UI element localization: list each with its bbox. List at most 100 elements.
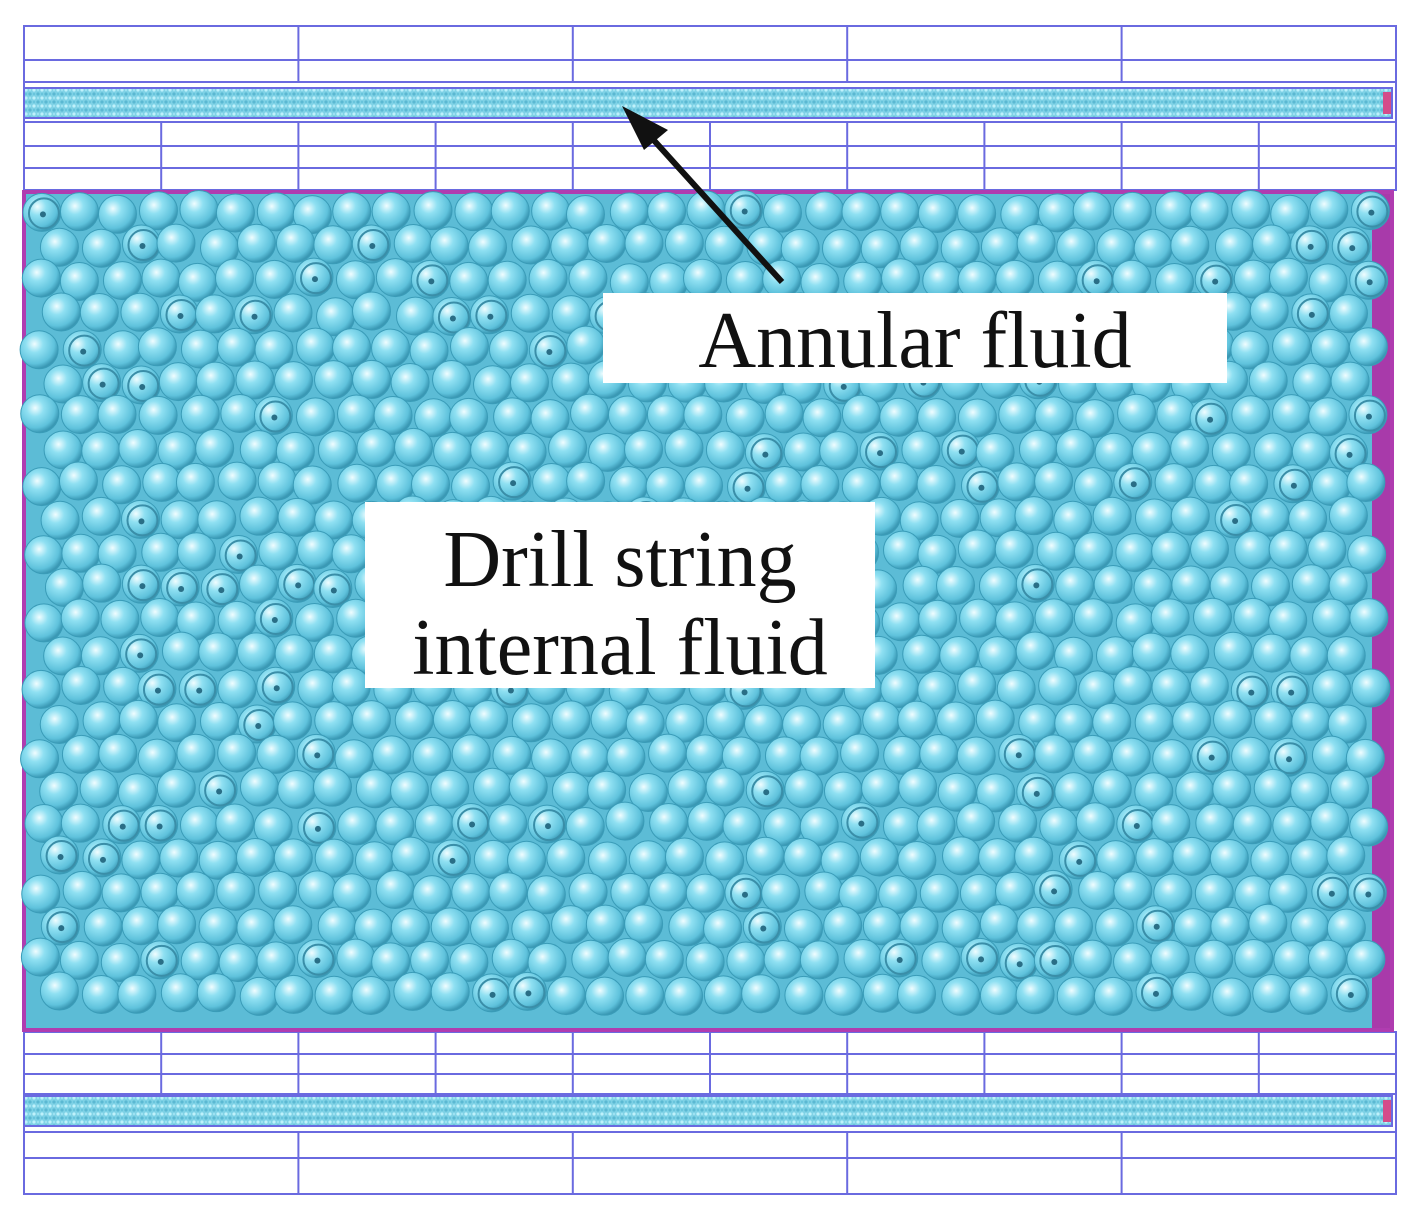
particle-sphere bbox=[97, 394, 137, 434]
particle-sphere bbox=[917, 398, 957, 438]
particle-dot bbox=[154, 687, 161, 694]
particle-sphere bbox=[862, 973, 902, 1013]
particle-sphere bbox=[103, 330, 143, 370]
particle-sphere bbox=[1253, 701, 1293, 741]
particle bbox=[1270, 671, 1310, 711]
particle bbox=[1248, 903, 1288, 943]
particle bbox=[508, 767, 548, 807]
particle bbox=[978, 838, 1018, 878]
particle bbox=[1073, 532, 1113, 572]
particle-ring bbox=[751, 775, 784, 808]
particle-dot bbox=[1248, 689, 1255, 696]
particle-ring bbox=[437, 301, 470, 334]
particle-dot bbox=[1093, 278, 1100, 285]
particle-ring bbox=[302, 943, 335, 976]
particle bbox=[1014, 496, 1054, 536]
particle-dot bbox=[546, 349, 553, 356]
particle-sphere bbox=[1230, 330, 1270, 370]
particle bbox=[254, 598, 294, 638]
particle bbox=[724, 873, 764, 913]
particle-sphere bbox=[1252, 974, 1292, 1014]
particle bbox=[570, 738, 610, 778]
particle bbox=[568, 258, 608, 298]
particle-dot bbox=[314, 752, 321, 759]
particle bbox=[1151, 804, 1191, 844]
annular-fluid-strip-bottom bbox=[23, 1095, 1393, 1127]
particle bbox=[687, 801, 727, 841]
particle-sphere bbox=[121, 840, 161, 880]
particle-ring bbox=[87, 367, 120, 400]
particle-sphere bbox=[1055, 428, 1095, 468]
particle bbox=[1154, 191, 1194, 231]
particle bbox=[646, 395, 686, 435]
particle-dot bbox=[1212, 278, 1219, 285]
particle-sphere bbox=[217, 733, 257, 773]
particle-sphere bbox=[1150, 939, 1190, 979]
particle-sphere bbox=[683, 395, 723, 435]
particle bbox=[1170, 496, 1210, 536]
particle bbox=[1189, 666, 1229, 706]
particle-sphere bbox=[430, 769, 470, 809]
particle-sphere bbox=[979, 976, 1019, 1016]
particle bbox=[39, 771, 79, 811]
particle bbox=[492, 735, 532, 775]
particle-sphere bbox=[1092, 496, 1132, 536]
particle-sphere bbox=[102, 465, 142, 505]
particle bbox=[140, 940, 180, 980]
particle bbox=[198, 907, 238, 947]
particle-ring bbox=[966, 942, 999, 975]
particle-sphere bbox=[628, 840, 668, 880]
particle-sphere bbox=[215, 803, 255, 843]
particle bbox=[1330, 361, 1370, 401]
particle-sphere bbox=[1349, 598, 1389, 638]
particle-sphere bbox=[1307, 530, 1347, 570]
particle-sphere bbox=[256, 941, 296, 981]
particle-sphere bbox=[19, 330, 59, 370]
particle-dot bbox=[744, 485, 751, 492]
particle-dot bbox=[295, 582, 302, 589]
annular-fluid-text: Annular fluid bbox=[698, 297, 1132, 385]
particle-sphere bbox=[937, 772, 977, 812]
particle-sphere bbox=[1307, 939, 1347, 979]
particle-ring bbox=[166, 571, 199, 604]
particle-sphere bbox=[799, 940, 839, 980]
particle bbox=[551, 771, 591, 811]
particle bbox=[61, 665, 101, 705]
particle bbox=[841, 394, 881, 434]
particle bbox=[215, 258, 255, 298]
particle-sphere bbox=[1054, 907, 1094, 947]
particle-sphere bbox=[1173, 908, 1213, 948]
particle-sphere bbox=[314, 975, 354, 1015]
particle-sphere bbox=[101, 873, 141, 913]
particle bbox=[1014, 836, 1054, 876]
particle-sphere bbox=[824, 976, 864, 1016]
particle-sphere bbox=[20, 739, 60, 779]
particle-sphere bbox=[936, 566, 976, 606]
particle-sphere bbox=[899, 501, 939, 541]
particle bbox=[254, 330, 294, 370]
particle-sphere bbox=[356, 428, 396, 468]
particle bbox=[745, 836, 785, 876]
particle-sphere bbox=[1015, 975, 1055, 1015]
particle-sphere bbox=[820, 841, 860, 881]
particle-sphere bbox=[879, 397, 919, 437]
particle-dot bbox=[1153, 923, 1160, 930]
particle-dot bbox=[177, 312, 184, 319]
particle-sphere bbox=[24, 535, 64, 575]
particle-sphere bbox=[585, 976, 625, 1016]
particle bbox=[704, 225, 744, 265]
particle-sphere bbox=[530, 399, 570, 439]
particle bbox=[742, 907, 782, 947]
particle-sphere bbox=[1172, 971, 1212, 1011]
particle-sphere bbox=[1291, 564, 1331, 604]
particle bbox=[628, 840, 668, 880]
particle-sphere bbox=[1249, 291, 1289, 331]
particle-sphere bbox=[644, 939, 684, 979]
particle-sphere bbox=[412, 736, 452, 776]
particle bbox=[917, 670, 957, 710]
particle bbox=[919, 873, 959, 913]
particle bbox=[647, 191, 687, 231]
particle bbox=[179, 805, 219, 845]
particle bbox=[999, 942, 1039, 982]
particle-sphere bbox=[819, 431, 859, 471]
